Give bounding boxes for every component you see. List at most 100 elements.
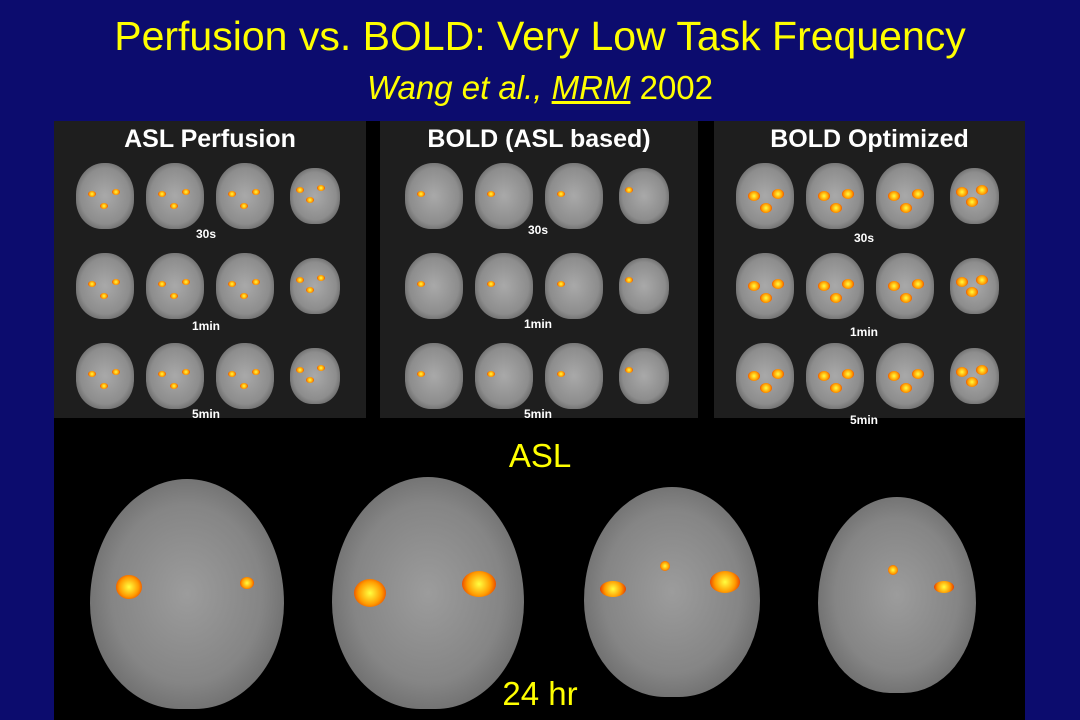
brain-thumbnail <box>146 253 204 319</box>
activation-blob <box>306 377 315 383</box>
brain-thumbnail <box>290 257 340 315</box>
brain-thumbnail <box>290 347 340 405</box>
brain-thumbnail <box>405 343 463 409</box>
activation-blob <box>911 279 924 289</box>
activation-blob <box>965 197 978 207</box>
brain-thumbnail <box>545 343 603 409</box>
brain-thumbnail <box>146 343 204 409</box>
activation-blob <box>710 571 740 593</box>
activation-blob <box>100 203 108 209</box>
group-title: ASL Perfusion <box>124 125 296 153</box>
hr-label: 24 hr <box>502 675 578 712</box>
activation-blob <box>228 281 236 287</box>
activation-blob <box>116 575 142 599</box>
activation-blob <box>955 366 968 377</box>
row-label: 30s <box>527 223 549 237</box>
brain-thumbnail <box>735 253 794 319</box>
activation-blob <box>88 191 96 197</box>
activation-blob <box>660 561 670 571</box>
brain-thumbnail <box>875 343 934 409</box>
activation-blob <box>976 365 989 376</box>
activation-blob <box>112 189 120 195</box>
brain-slice-4 <box>818 497 976 693</box>
activation-blob <box>158 371 166 377</box>
brain-thumbnail <box>216 253 274 319</box>
activation-blob <box>296 366 305 373</box>
activation-blob <box>759 383 772 393</box>
row-label: 1min <box>849 325 878 339</box>
activation-blob <box>112 369 120 375</box>
activation-blob <box>976 275 989 286</box>
activation-blob <box>625 366 634 373</box>
activation-blob <box>240 293 248 299</box>
lower-figure: ASL 24 hr <box>54 419 1025 720</box>
activation-blob <box>112 279 120 285</box>
activation-blob <box>625 276 634 283</box>
activation-blob <box>771 369 784 379</box>
group-bold-asl-based: BOLD (ASL based) 30s 1min 5min <box>380 121 698 421</box>
activation-blob <box>829 293 842 303</box>
activation-blob <box>100 383 108 389</box>
activation-blob <box>829 383 842 393</box>
activation-blob <box>252 369 260 375</box>
activation-blob <box>771 189 784 199</box>
activation-blob <box>182 189 190 195</box>
brain-thumbnail <box>875 163 934 229</box>
asl-label: ASL <box>508 437 572 474</box>
brain-thumbnail <box>216 343 274 409</box>
activation-blob <box>100 293 108 299</box>
activation-blob <box>487 191 495 197</box>
brain-thumbnail <box>735 343 794 409</box>
row-label: 30s <box>853 231 875 245</box>
activation-blob <box>747 191 760 201</box>
row-label: 5min <box>191 407 220 421</box>
activation-blob <box>625 186 634 193</box>
activation-blob <box>747 371 760 381</box>
activation-blob <box>841 369 854 379</box>
activation-blob <box>316 185 325 192</box>
activation-blob <box>88 281 96 287</box>
activation-blob <box>296 186 305 193</box>
activation-blob <box>228 191 236 197</box>
citation-year: 2002 <box>630 69 714 106</box>
activation-blob <box>899 203 912 213</box>
brain-thumbnail <box>545 253 603 319</box>
group-title: BOLD (ASL based) <box>427 125 651 153</box>
activation-blob <box>817 371 830 381</box>
brain-thumbnail <box>949 167 1000 225</box>
activation-blob <box>417 191 425 197</box>
brain-thumbnail <box>76 253 134 319</box>
row-label: 5min <box>523 407 552 421</box>
activation-blob <box>354 579 386 607</box>
citation-authors: Wang et al., <box>366 69 552 106</box>
citation: Wang et al., MRM 2002 <box>0 68 1080 108</box>
group-asl-perfusion: ASL Perfusion 30s 1min 5min <box>54 121 366 421</box>
brain-thumbnail <box>405 163 463 229</box>
activation-blob <box>557 191 565 197</box>
activation-blob <box>240 203 248 209</box>
activation-blob <box>462 571 496 597</box>
activation-blob <box>88 371 96 377</box>
activation-blob <box>899 293 912 303</box>
brain-thumbnail <box>545 163 603 229</box>
brain-thumbnail <box>405 253 463 319</box>
activation-blob <box>817 191 830 201</box>
activation-blob <box>829 203 842 213</box>
activation-blob <box>417 371 425 377</box>
activation-blob <box>911 189 924 199</box>
brain-thumbnail <box>76 163 134 229</box>
activation-blob <box>759 203 772 213</box>
brain-thumbnail <box>949 347 1000 405</box>
activation-blob <box>557 371 565 377</box>
row-label: 30s <box>195 227 217 241</box>
activation-blob <box>306 197 315 203</box>
activation-blob <box>888 565 898 575</box>
activation-blob <box>296 276 305 283</box>
activation-blob <box>417 281 425 287</box>
activation-blob <box>955 186 968 197</box>
activation-blob <box>771 279 784 289</box>
activation-blob <box>158 191 166 197</box>
upper-figure: ASL Perfusion 30s 1min 5min BOLD (ASL ba… <box>54 121 1025 427</box>
brain-thumbnail <box>475 253 533 319</box>
group-title: BOLD Optimized <box>770 125 969 153</box>
